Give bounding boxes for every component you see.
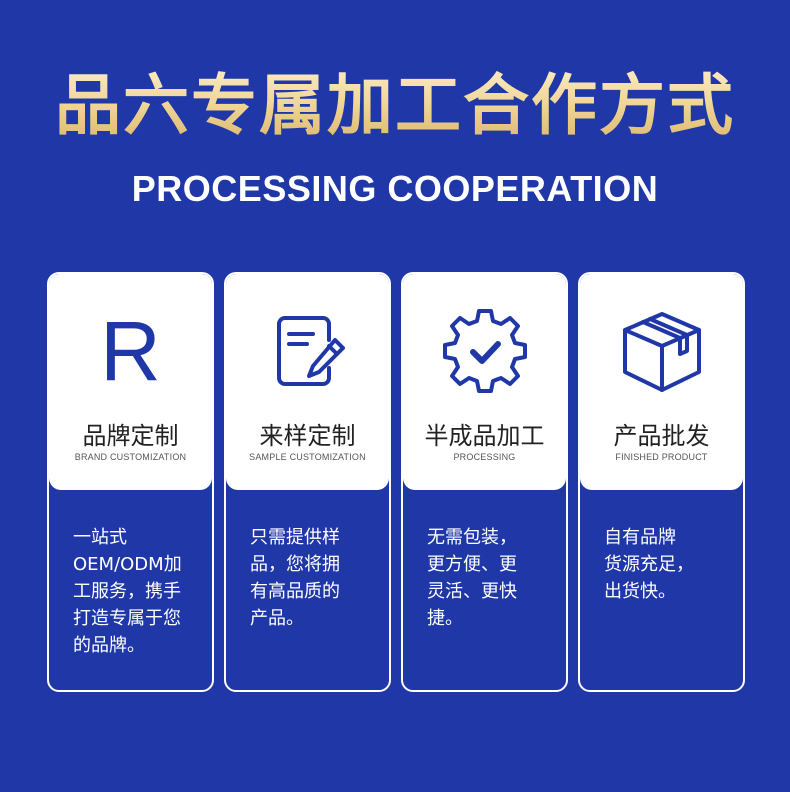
card-title: 产品批发 (613, 422, 710, 450)
card-subtitle: PROCESSING (453, 452, 516, 462)
brand-r-icon: R (100, 304, 161, 398)
card-description: 无需包装， 更方便、更 灵活、更快 捷。 (427, 527, 517, 629)
card-subtitle: BRAND CUSTOMIZATION (74, 452, 187, 462)
document-pen-icon (263, 306, 353, 396)
card-description: 只需提供样 品，您将拥 有高品质的 产品。 (250, 527, 340, 629)
card-header: 产品批发 FINISHED PRODUCT (580, 274, 743, 490)
card-title: 来样定制 (259, 422, 356, 450)
card-description: 一站式 OEM/ODM加 工服务，携手 打造专属于您 的品牌。 (73, 527, 182, 656)
card-finished-product: 产品批发 FINISHED PRODUCT 自有品牌 货源充足， 出货快。 (578, 272, 745, 692)
card-header: R 品牌定制 BRAND CUSTOMIZATION (49, 274, 212, 490)
card-sample-customization: 来样定制 SAMPLE CUSTOMIZATION 只需提供样 品，您将拥 有高… (224, 272, 391, 692)
box-icon (617, 306, 707, 396)
gear-check-icon (440, 306, 530, 396)
card-header: 半成品加工 PROCESSING (403, 274, 566, 490)
page-title: 品六专属加工合作方式 (0, 52, 790, 148)
card-brand-customization: R 品牌定制 BRAND CUSTOMIZATION 一站式 OEM/ODM加 … (47, 272, 214, 692)
card-subtitle: SAMPLE CUSTOMIZATION (249, 452, 366, 462)
card-title: 品牌定制 (82, 422, 179, 450)
card-description: 自有品牌 货源充足， 出货快。 (604, 527, 694, 602)
page-subtitle: PROCESSING COOPERATION (131, 168, 659, 209)
card-processing: 半成品加工 PROCESSING 无需包装， 更方便、更 灵活、更快 捷。 (401, 272, 568, 692)
card-title: 半成品加工 (424, 422, 545, 450)
card-header: 来样定制 SAMPLE CUSTOMIZATION (226, 274, 389, 490)
card-subtitle: FINISHED PRODUCT (615, 452, 708, 462)
